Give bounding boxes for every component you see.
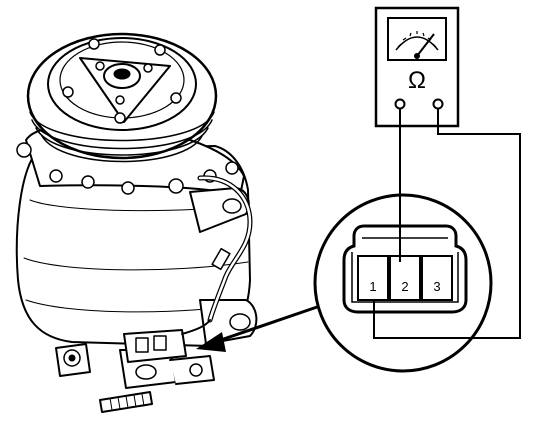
terminal-label-3: 3 <box>433 279 440 294</box>
terminal-cavity-1 <box>357 255 389 301</box>
terminal-label-1: 1 <box>369 279 376 294</box>
detail-arrow <box>196 304 321 352</box>
clutch-spring-plate <box>79 57 171 123</box>
ac-compressor <box>15 32 258 413</box>
terminal-cavity-3 <box>421 255 453 301</box>
connector-detail: 1 2 3 <box>313 193 493 373</box>
ohm-symbol: Ω <box>408 67 426 94</box>
meter-needle <box>416 33 435 57</box>
terminal-cavity-2 <box>389 255 421 301</box>
terminal-label-2: 2 <box>401 279 408 294</box>
ohmmeter: Ω <box>374 6 460 128</box>
relief-valve <box>99 391 153 413</box>
harness-clip <box>211 247 231 271</box>
test-leads <box>373 108 521 339</box>
probe-jack-right <box>432 98 444 110</box>
test-lead-right <box>373 108 521 339</box>
probe-jack-left <box>394 98 406 110</box>
